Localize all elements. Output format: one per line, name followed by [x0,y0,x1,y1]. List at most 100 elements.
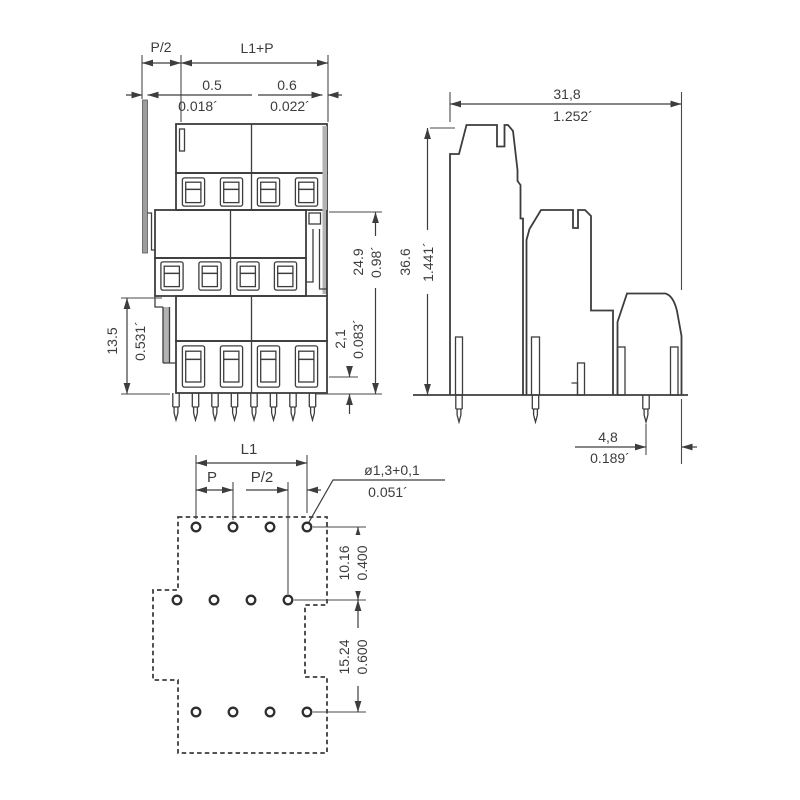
solder-pin [289,392,297,421]
solder-pin [269,392,278,421]
wall-a-mm: 0.5 [202,77,222,93]
front-left-wall [142,99,148,254]
pin-step-inch: 0.083´ [350,319,366,359]
side-pin-edge-inch: 0.189´ [590,450,630,466]
front-length-label: L1+P [240,40,273,56]
solder-pin [230,392,239,421]
solder-pin [455,394,463,423]
front-left-cascade-a [154,296,163,308]
side-pin-posts [454,336,679,396]
front-left-cascade-shade [163,307,170,363]
clamp-window [219,177,244,207]
bottom-p-label: P [207,469,217,486]
side-profile-tower3 [616,292,683,395]
lower-height-inch: 0.531´ [132,321,148,361]
pin-post [576,362,586,396]
side-pin-edge-mm: 4,8 [598,429,618,445]
solder-pin [642,394,650,423]
drill-hole [171,594,183,606]
front-left-step [147,212,155,251]
row-gap-b-mm: 15.24 [336,639,352,674]
solder-pin [191,392,200,421]
front-level1-notch [178,128,186,152]
pin-post-step [571,382,579,395]
hole-leader-line [308,479,445,523]
drill-hole [264,706,276,718]
clamp-window [181,345,206,388]
hole-row-3 [190,706,313,718]
upper-height-inch: 0.98´ [368,246,384,278]
drill-hole [190,706,202,718]
wall-a-inch: 0.018´ [178,98,218,114]
clamp-window [294,345,319,388]
ext-lines-48 [645,399,683,464]
drill-hole [190,521,202,533]
clamp-window [294,177,319,207]
row-gap-b-inch: 0.600 [354,639,370,674]
clamp-window [198,261,222,291]
text-backing [354,535,368,591]
solder-pin [250,392,258,421]
clamp-window [256,177,281,207]
text-backing [369,236,383,288]
hole-row-2 [171,594,294,606]
side-width-mm: 31,8 [553,86,580,102]
bottom-p-half-label: P/2 [251,469,274,486]
front-right-step-block [308,212,322,225]
front-right-wall-shade [322,126,327,294]
side-profile-tower2 [525,209,614,395]
drill-hole [208,594,220,606]
lower-height-mm: 13.5 [104,327,120,354]
clamp-window [273,261,298,291]
front-p-half-label: P/2 [150,39,171,55]
front-right-step-lines [306,229,327,290]
front-dimensions: P/2 L1+P 0.5 0.018´ 0.6 0.022´ 24.9 0.98… [104,39,384,414]
row-gap-a-inch: 0.400 [354,545,370,580]
bottom-view: L1 P P/2 ø1,3+0,1 0.051´ 10.16 0.400 15.… [152,441,445,754]
drill-hole [227,706,239,718]
drill-hole [282,594,294,606]
drill-hole [264,521,276,533]
pin-post [669,346,679,396]
front-pins [172,392,317,421]
solder-pin [308,392,317,421]
clamp-window [160,261,184,291]
upper-height-mm: 24.9 [350,248,366,275]
solder-pin [211,392,219,421]
pin-post [454,336,464,396]
drill-hole [301,521,313,533]
side-view: 31,8 1.252´ 36.6 1.441´ 4,8 0.189´ [397,86,697,466]
side-dimensions: 31,8 1.252´ 36.6 1.441´ 4,8 0.189´ [397,86,697,466]
bottom-l1-label: L1 [241,441,258,458]
drill-hole [227,521,239,533]
text-backing [354,628,368,686]
hole-dia-inch: 0.051´ [368,484,408,500]
text-backing [420,230,435,294]
clamp-window [236,261,260,291]
drill-hole [245,594,257,606]
hole-dia-mm: ø1,3+0,1 [364,462,420,478]
pin-step-mm: 2,1 [332,329,348,349]
front-view: P/2 L1+P 0.5 0.018´ 0.6 0.022´ 24.9 0.98… [104,39,384,421]
front-left-cascade-b [162,307,176,364]
pin-post [616,346,626,396]
solder-pin [172,392,180,421]
side-profile-tower1 [449,124,524,395]
clamp-window [256,345,281,388]
clamp-window [181,177,206,207]
solder-pin [531,394,540,423]
hole-row-1 [190,521,313,533]
bottom-dimensions: L1 P P/2 ø1,3+0,1 0.051´ 10.16 0.400 15.… [195,441,445,713]
footprint-outline [152,516,328,754]
pin-post [530,336,541,396]
drill-hole [301,706,313,718]
side-height-mm: 36.6 [397,248,413,275]
side-width-inch: 1.252´ [553,108,593,124]
clamp-window [219,345,244,388]
wall-b-inch: 0.022´ [270,98,310,114]
side-height-inch: 1.441´ [420,242,436,282]
front-level3-clamp-row [175,340,328,394]
wall-b-mm: 0.6 [277,77,297,93]
